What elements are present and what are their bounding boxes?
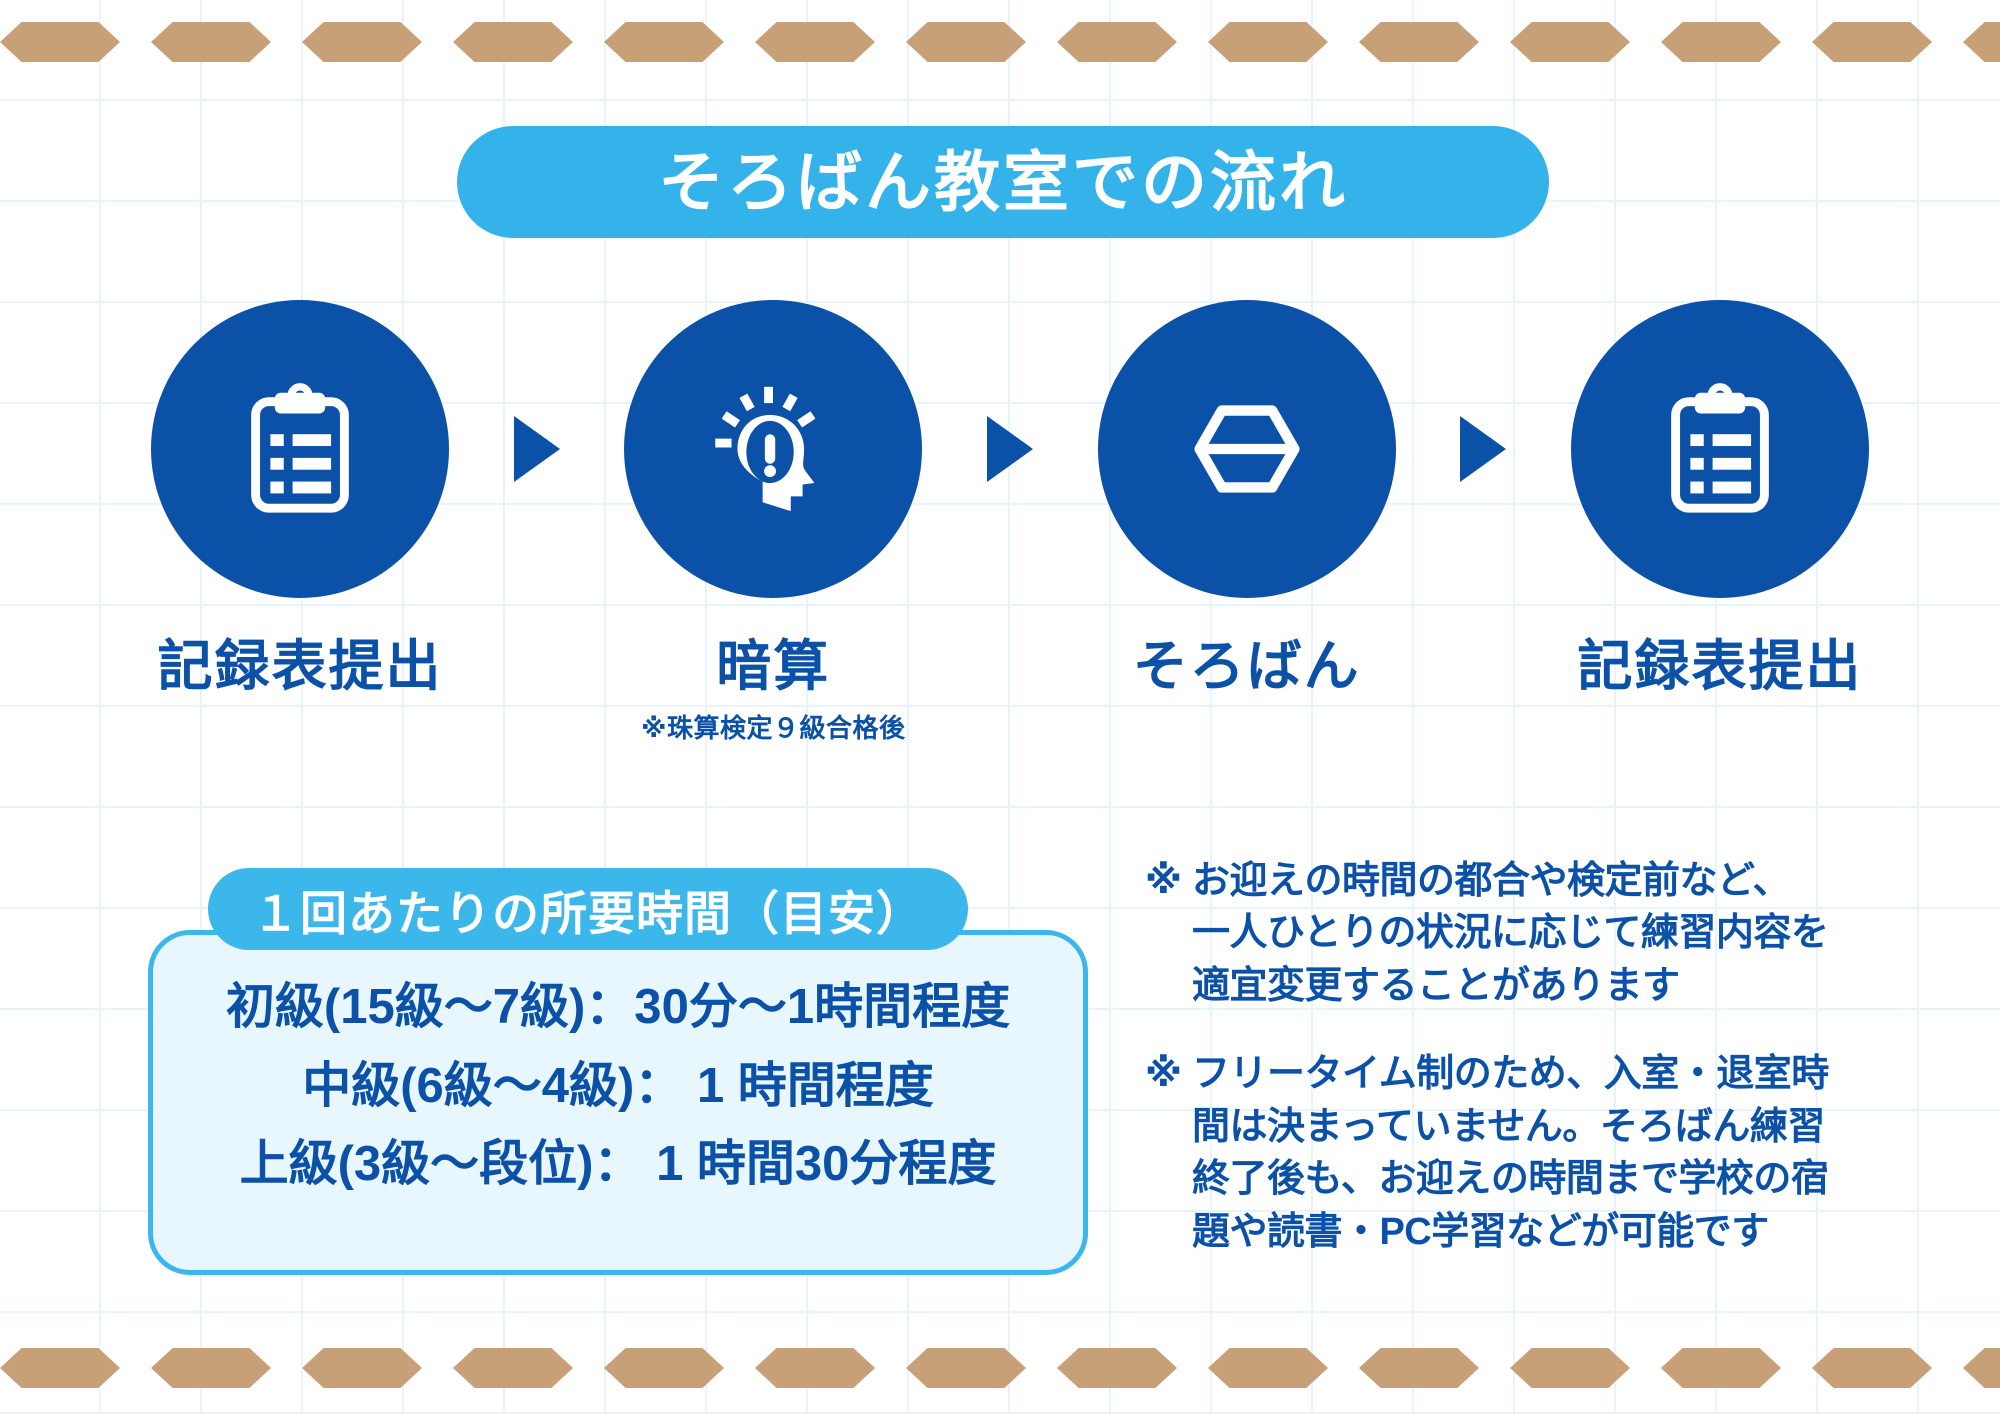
flow-step-4-circle — [1570, 300, 1869, 598]
chevron-shape — [1510, 1348, 1630, 1388]
note-2-body: フリータイム制のため、入室・退室時 間は決まっていません。そろばん練習 終了後も… — [1192, 1048, 1829, 1258]
flow-step-1-label: 記録表提出 — [157, 635, 443, 697]
chevron-shape — [604, 22, 724, 62]
chevron-shape — [1661, 22, 1781, 62]
flow-step-4-label-cell: 記録表提出 — [1570, 635, 1870, 697]
chevron-shape — [604, 1348, 724, 1388]
flow-step-1-circle — [151, 300, 449, 598]
chevron-shape — [755, 1348, 875, 1388]
note-2-line-3: 終了後も、お迎えの時間まで学校の宿 — [1191, 1158, 1829, 1201]
flow-step-3-label-cell: そろばん — [1097, 635, 1397, 697]
note-1-body: お迎えの時間の都合や検定前など、 一人ひとりの状況に応じて練習内容を 適宜変更す… — [1191, 855, 1829, 1012]
chevron-shape — [151, 22, 271, 62]
notes-section: ※ お迎えの時間の都合や検定前など、 一人ひとりの状況に応じて練習内容を 適宜変… — [1145, 855, 1885, 1294]
chevron-shape — [906, 1348, 1026, 1388]
arrow-right-triangle-icon-3 — [1452, 300, 1514, 598]
note-1: ※ お迎えの時間の都合や検定前など、 一人ひとりの状況に応じて練習内容を 適宜変… — [1145, 855, 1885, 1012]
chevron-shape — [1510, 22, 1630, 62]
flow-diagram — [150, 300, 1870, 610]
flow-step-1 — [150, 300, 450, 598]
chevron-border-top — [0, 14, 2000, 70]
note-1-line-3: 適宜変更することがあります — [1191, 964, 1680, 1007]
arrow-right-triangle-icon-1 — [506, 300, 568, 598]
flow-step-1-label-cell: 記録表提出 — [150, 635, 450, 697]
duration-card-header-label: １回あたりの所要時間（目安） — [252, 886, 924, 940]
flow-step-2-circle — [624, 300, 923, 598]
flow-step-4-label: 記録表提出 — [1577, 635, 1863, 697]
chevron-shape — [1963, 22, 2000, 62]
flow-step-3 — [1097, 300, 1397, 598]
arrow-right-triangle-icon-2 — [979, 300, 1041, 598]
chevron-shape — [1963, 1348, 2000, 1388]
note-2-line-1: フリータイム制のため、入室・退室時 — [1191, 1053, 1829, 1096]
chevron-shape — [453, 1348, 573, 1388]
note-2: ※ フリータイム制のため、入室・退室時 間は決まっていません。そろばん練習 終了… — [1145, 1048, 1885, 1258]
duration-line-advanced: 上級(3級〜段位)： 1 時間30分程度 — [239, 1137, 997, 1192]
chevron-shape — [1057, 22, 1177, 62]
soroban-bead-icon — [1194, 405, 1300, 493]
chevron-shape — [151, 1348, 271, 1388]
chevron-shape — [453, 22, 573, 62]
chevron-shape — [302, 22, 422, 62]
flow-step-labels: 記録表提出 暗算 ※珠算検定９級合格後 そろばん 記録表提出 — [150, 635, 1870, 768]
flow-step-3-circle — [1097, 300, 1396, 598]
flow-step-2-label-cell: 暗算 ※珠算検定９級合格後 — [623, 635, 923, 745]
chevron-border-bottom — [0, 1340, 2000, 1396]
chevron-shape — [0, 1348, 120, 1388]
chevron-shape — [1359, 1348, 1479, 1388]
note-1-mark: ※ — [1145, 860, 1182, 902]
duration-card-header: １回あたりの所要時間（目安） — [208, 868, 968, 950]
duration-line-intermediate: 中級(6級〜4級)： 1 時間程度 — [302, 1058, 934, 1113]
flow-step-2-sublabel: ※珠算検定９級合格後 — [641, 712, 906, 743]
chevron-shape — [1812, 22, 1932, 62]
note-2-mark: ※ — [1145, 1053, 1182, 1096]
chevron-shape — [906, 22, 1026, 62]
clipboard-checklist-icon — [1671, 383, 1769, 513]
note-1-line-2: 一人ひとりの状況に応じて練習内容を — [1191, 912, 1829, 955]
note-1-line-1: お迎えの時間の都合や検定前など、 — [1191, 860, 1791, 902]
flow-step-2-label: 暗算 — [716, 635, 831, 697]
page-title-pill: そろばん教室での流れ — [457, 126, 1549, 238]
chevron-shape — [1057, 1348, 1177, 1388]
duration-line-beginner: 初級(15級〜7級)：30分〜1時間程度 — [225, 980, 1011, 1034]
chevron-shape — [1812, 1348, 1932, 1388]
chevron-shape — [0, 22, 120, 62]
head-idea-icon — [715, 386, 816, 512]
page-title: そろばん教室での流れ — [658, 145, 1348, 219]
flow-step-3-label: そろばん — [1132, 635, 1361, 697]
flow-step-4 — [1570, 300, 1870, 598]
chevron-shape — [1359, 22, 1479, 62]
clipboard-checklist-icon — [251, 383, 349, 513]
chevron-shape — [302, 1348, 422, 1388]
flow-step-2 — [623, 300, 923, 598]
chevron-shape — [755, 22, 875, 62]
chevron-shape — [1208, 22, 1328, 62]
chevron-shape — [1208, 1348, 1328, 1388]
note-2-line-2: 間は決まっていません。そろばん練習 — [1191, 1105, 1825, 1148]
note-2-line-4: 題や読書・PC学習などが可能です — [1191, 1210, 1769, 1253]
chevron-shape — [1661, 1348, 1781, 1388]
duration-list: 初級(15級〜7級)：30分〜1時間程度 中級(6級〜4級)： 1 時間程度 上… — [148, 975, 1088, 1197]
